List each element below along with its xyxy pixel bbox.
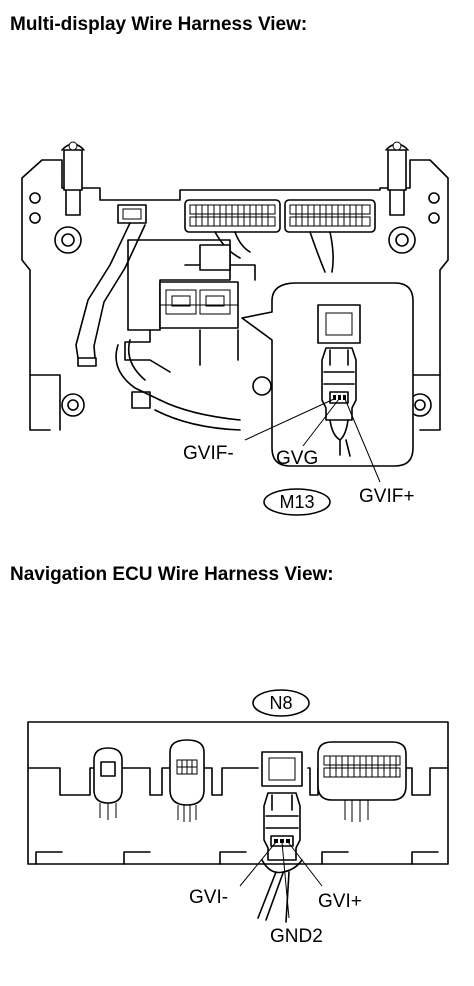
multi-display-heading: Multi-display Wire Harness View: — [10, 14, 308, 35]
gnd2-label: GND2 — [270, 926, 323, 947]
gvi-plus-leader — [287, 841, 323, 887]
gvif-plus-leader — [344, 398, 381, 483]
m13-callout — [241, 282, 414, 467]
multi-display-unit — [21, 141, 449, 431]
navigation-ecu-unit — [27, 721, 449, 923]
navigation-ecu-heading: Navigation ECU Wire Harness View: — [10, 564, 334, 585]
gvi-minus-label: GVI- — [189, 887, 228, 908]
gnd2-leader — [281, 841, 290, 919]
gvi-minus-leader — [239, 841, 277, 887]
m13-badge — [263, 488, 331, 516]
gvif-plus-label: GVIF+ — [359, 486, 414, 507]
m13-label: M13 — [279, 492, 314, 512]
n8-label: N8 — [269, 693, 292, 713]
gvg-leader — [302, 398, 340, 447]
gvif-minus-leader — [244, 398, 335, 441]
n8-badge — [252, 689, 310, 717]
gvi-plus-label: GVI+ — [318, 891, 362, 912]
gvif-minus-label: GVIF- — [183, 443, 234, 464]
gvg-label: GVG — [276, 448, 318, 469]
